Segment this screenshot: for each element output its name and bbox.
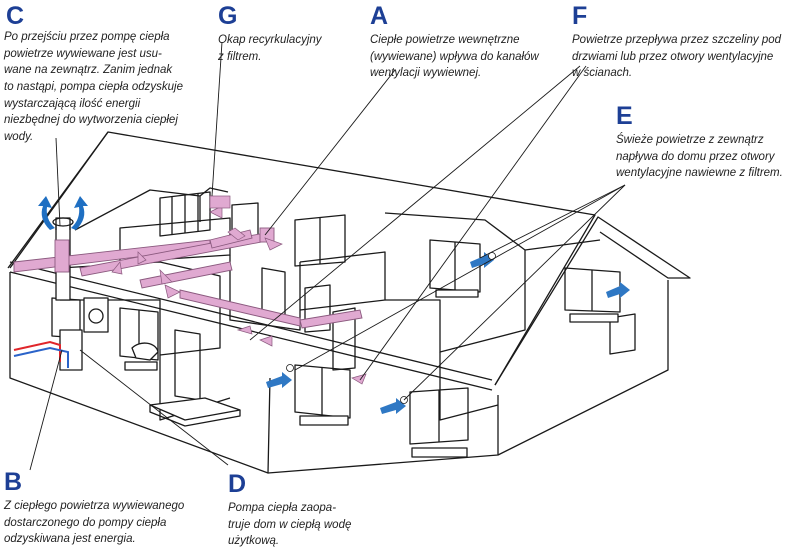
window <box>429 239 481 293</box>
roof-left <box>7 131 596 386</box>
window <box>409 387 469 445</box>
exhaust-arrow-icon <box>38 196 88 230</box>
leader-lines <box>29 41 626 471</box>
window <box>119 307 159 361</box>
window <box>332 307 356 371</box>
fresh-air-arrow-icon <box>266 252 630 414</box>
hot-water-pipe <box>13 340 61 362</box>
front-wall <box>9 272 271 474</box>
callout-text: Ciepłe powietrze wewnętrzne (wywiewane) … <box>370 34 539 80</box>
callout-c: C Po przejściu przez pompę ciepła powiet… <box>4 4 234 146</box>
callout-text: Pompa ciepła zaopa- truje dom w ciepłą w… <box>228 502 352 548</box>
callout-letter: B <box>4 468 23 496</box>
main-front-wall <box>267 395 499 474</box>
window <box>609 313 636 355</box>
window <box>294 214 346 267</box>
callout-a: A Ciepłe powietrze wewnętrzne (wywiewane… <box>370 4 560 82</box>
callout-d: D Pompa ciepła zaopa- truje dom w ciepłą… <box>228 472 398 550</box>
callout-letter: D <box>228 470 247 498</box>
callout-text: Po przejściu przez pompę ciepła powietrz… <box>4 31 183 144</box>
window <box>294 364 351 419</box>
callout-f: F Powietrze przepływa przez szczeliny po… <box>572 4 782 82</box>
roof-right-gable <box>494 216 691 386</box>
callout-text: Powietrze przepływa przez szczeliny pod … <box>572 34 782 80</box>
callout-g: G Okap recyrkulacyjny z filtrem. <box>218 4 368 65</box>
callout-e: E Świeże powietrze z zewnątrz napływa do… <box>616 104 788 182</box>
callout-text: Okap recyrkulacyjny z filtrem. <box>218 34 322 63</box>
callout-letter: A <box>370 2 389 30</box>
cold-water-pipe <box>13 346 69 368</box>
callout-b: B Z ciepłego powietrza wywiewanego dosta… <box>4 470 234 548</box>
callout-letter: C <box>6 2 25 30</box>
front-door <box>174 329 201 401</box>
callout-letter: G <box>218 2 238 30</box>
callout-letter: E <box>616 102 633 130</box>
exhaust-inflow-arrows <box>111 195 367 385</box>
callout-text: Z ciepłego powietrza wywiewanego dostarc… <box>4 500 185 546</box>
window <box>564 267 621 313</box>
window <box>304 284 331 333</box>
callout-text: Świeże powietrze z zewnątrz napływa do d… <box>616 134 783 180</box>
callout-letter: F <box>572 2 588 30</box>
right-wall <box>497 280 669 456</box>
